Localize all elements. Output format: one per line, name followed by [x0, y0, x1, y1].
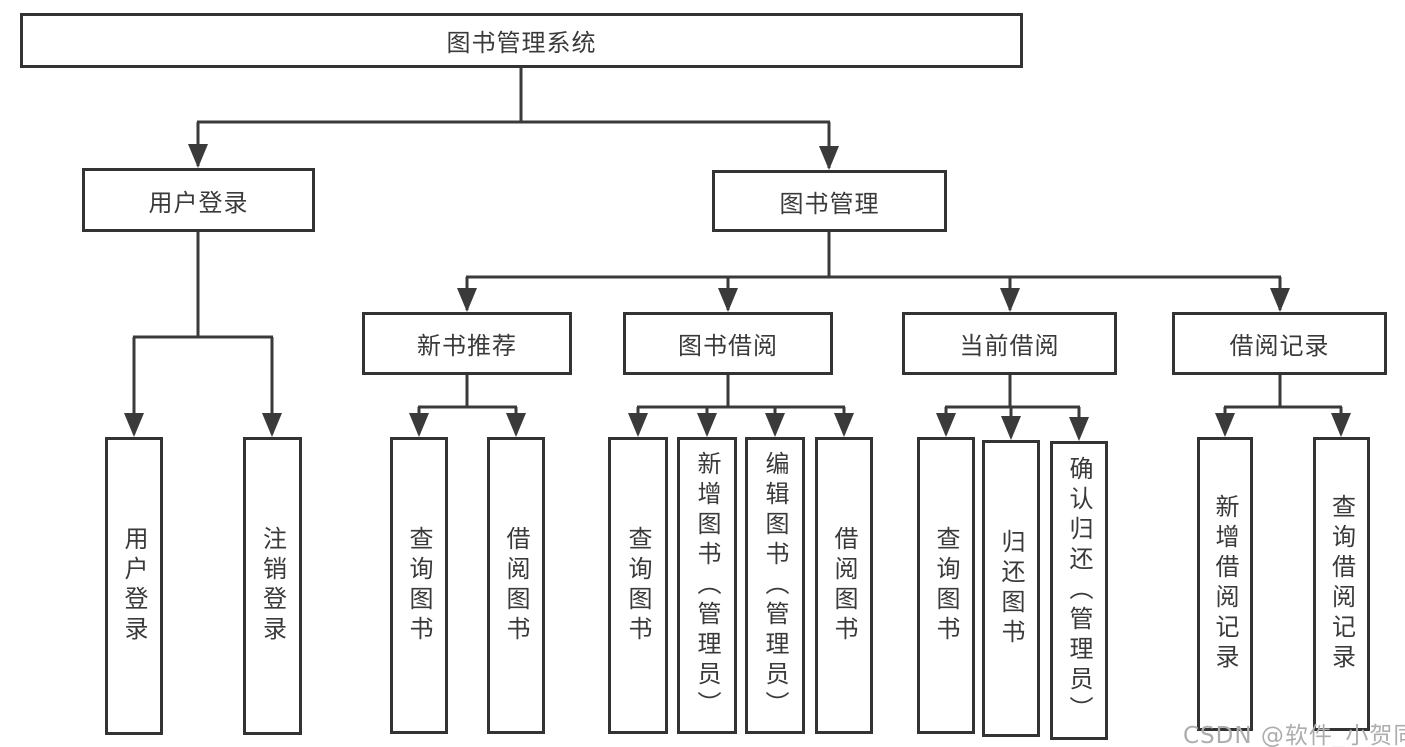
leaf-query-books-borrow: 查询图书: [608, 437, 668, 734]
arrowheads: [124, 144, 1351, 441]
node-book-management-branch: 图书管理: [712, 170, 947, 232]
leaf-borrow-books-recommend: 借阅图书: [487, 437, 545, 734]
leaf-user-login: 用户登录: [105, 437, 163, 735]
leaf-add-books-admin: 新增图书（管理员）: [677, 437, 737, 734]
leaf-query-borrow-record: 查询借阅记录: [1313, 437, 1370, 731]
leaf-return-books: 归还图书: [982, 440, 1040, 737]
leaf-edit-books-admin: 编辑图书（管理员）: [745, 437, 805, 734]
leaf-borrow-books: 借阅图书: [815, 437, 873, 734]
node-new-book-recommendation: 新书推荐: [362, 312, 572, 375]
node-user-login-branch: 用户登录: [82, 168, 315, 232]
csdn-watermark: CSDN @软件_小贺同学: [1183, 723, 1405, 747]
connector-paths: [132, 68, 1343, 438]
leaf-logout: 注销登录: [243, 437, 302, 735]
leaf-query-books-recommend: 查询图书: [390, 437, 448, 734]
node-book-borrowing: 图书借阅: [623, 312, 833, 375]
leaf-confirm-return-admin: 确认归还（管理员）: [1050, 441, 1108, 740]
node-root-library-system: 图书管理系统: [20, 13, 1023, 68]
node-current-borrowing: 当前借阅: [902, 312, 1117, 375]
leaf-query-books-current: 查询图书: [917, 437, 975, 734]
node-borrowing-records: 借阅记录: [1172, 312, 1387, 375]
leaf-add-borrow-record: 新增借阅记录: [1197, 437, 1253, 731]
